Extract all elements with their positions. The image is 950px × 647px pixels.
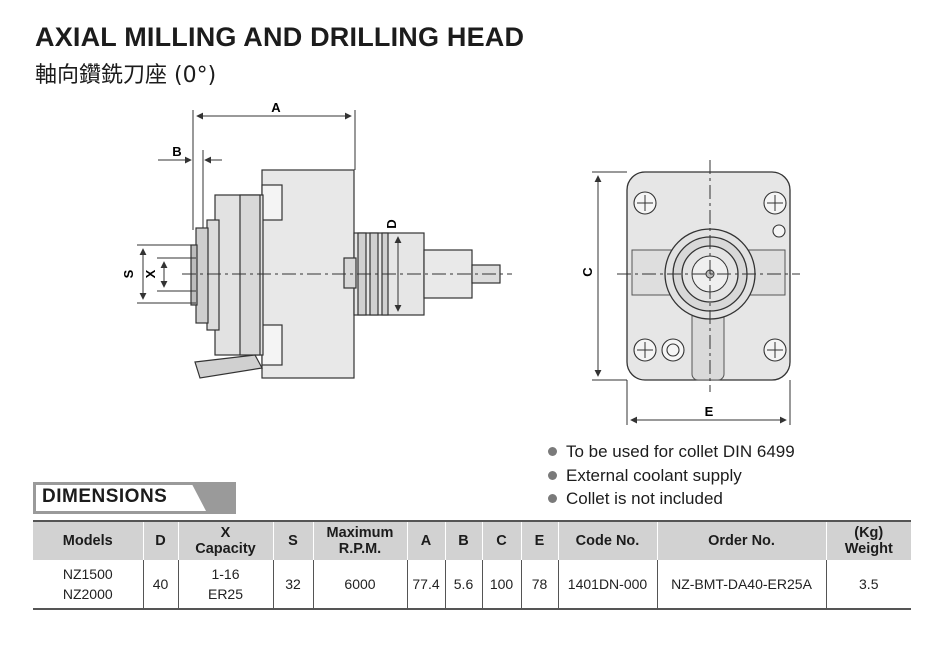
bullet-icon: [548, 470, 557, 480]
note-item: External coolant supply: [545, 464, 795, 488]
dimensions-section-label: DIMENSIONS: [33, 482, 236, 514]
dimension-x-label: X: [143, 269, 158, 278]
cell-b: 5.6: [444, 560, 482, 610]
note-item: Collet is not included: [545, 487, 795, 511]
header-d: D: [142, 520, 178, 560]
dimension-e-label: E: [705, 404, 714, 419]
header-e: E: [520, 520, 558, 560]
cell-code-no: 1401DN-000: [557, 560, 657, 610]
bullet-icon: [548, 447, 557, 457]
cell-d: 40: [142, 560, 178, 610]
header-b: B: [444, 520, 482, 560]
cell-max-rpm: 6000: [312, 560, 407, 610]
cell-c: 100: [481, 560, 521, 610]
header-code-no: Code No.: [557, 520, 657, 560]
page-subtitle-chinese: 軸向鑽銑刀座 (0°): [35, 63, 217, 88]
dimension-c-label: C: [580, 267, 595, 277]
dimension-d-label: D: [384, 219, 399, 228]
cell-s: 32: [272, 560, 313, 610]
dimension-e: [626, 380, 791, 425]
dimension-b: [158, 150, 222, 228]
technical-drawing: A B D S X: [121, 100, 800, 425]
dimension-a-label: A: [271, 100, 281, 115]
dimension-s-label: S: [121, 269, 136, 278]
page-title: AXIAL MILLING AND DRILLING HEAD: [35, 22, 525, 52]
cell-a: 77.4: [406, 560, 445, 610]
dimension-s-x: [137, 244, 196, 304]
dimension-c: [592, 171, 627, 381]
cell-weight: 3.5: [825, 560, 911, 610]
dimension-a: [192, 110, 356, 230]
cell-e: 78: [520, 560, 558, 610]
bullet-icon: [548, 494, 557, 504]
front-view-drawing: [626, 171, 791, 381]
header-s: S: [272, 520, 313, 560]
header-c: C: [481, 520, 521, 560]
feature-notes: To be used for collet DIN 6499 External …: [545, 440, 795, 511]
note-item: To be used for collet DIN 6499: [545, 440, 795, 464]
header-models: Models: [33, 520, 143, 560]
header-a: A: [406, 520, 445, 560]
dimension-b-label: B: [172, 144, 181, 159]
cell-order-no: NZ-BMT-DA40-ER25A: [656, 560, 826, 610]
header-weight: (Kg)Weight: [825, 520, 911, 560]
header-order-no: Order No.: [656, 520, 826, 560]
